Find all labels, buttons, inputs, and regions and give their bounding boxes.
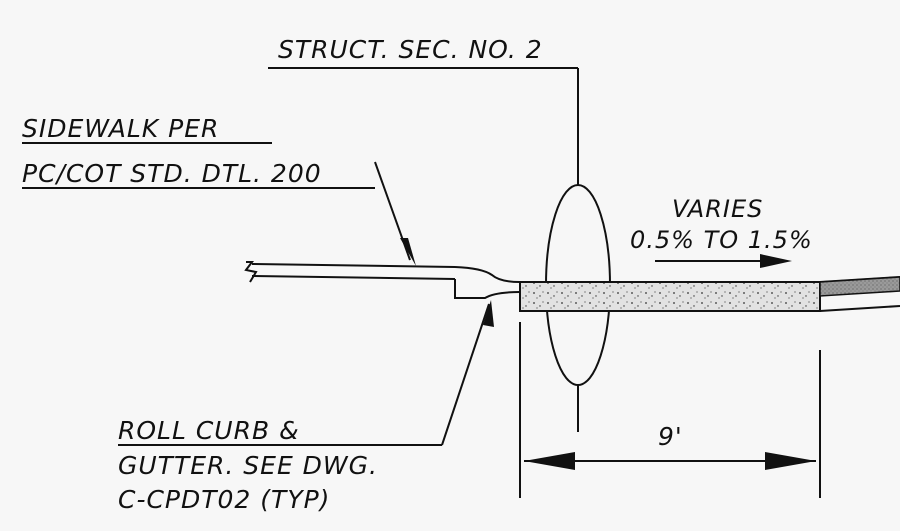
sidewalk-label-line2: PC/COT STD. DTL. 200 xyxy=(22,159,322,188)
concrete-section xyxy=(519,281,821,312)
sidewalk-bottom-edge xyxy=(251,275,456,280)
curb-label-line3: C-CPDT02 (TYP) xyxy=(118,485,330,514)
slope-arrowhead xyxy=(760,254,792,268)
curb-arrowhead xyxy=(483,300,494,327)
asphalt-strip xyxy=(819,276,900,297)
break-symbol xyxy=(244,261,258,283)
curb-leader xyxy=(441,303,490,446)
dim-arrowhead-left xyxy=(524,452,575,470)
sidewalk-top-edge xyxy=(251,263,456,268)
sidewalk-label-line1: SIDEWALK PER xyxy=(22,114,219,143)
dim-arrowhead-right xyxy=(765,452,816,470)
struct-sec-label: STRUCT. SEC. NO. 2 xyxy=(278,35,543,64)
varies-label: VARIES xyxy=(672,195,763,223)
pavement-far-bottom xyxy=(819,305,900,312)
sidewalk-arrowhead xyxy=(400,238,416,266)
roll-curb xyxy=(454,266,521,283)
slope-range-label: 0.5% TO 1.5% xyxy=(630,226,813,254)
curb-label-line2: GUTTER. SEE DWG. xyxy=(118,451,378,480)
curb-body xyxy=(454,279,521,299)
curb-label-line1: ROLL CURB & xyxy=(118,416,300,445)
dimension-label: 9' xyxy=(658,422,683,451)
